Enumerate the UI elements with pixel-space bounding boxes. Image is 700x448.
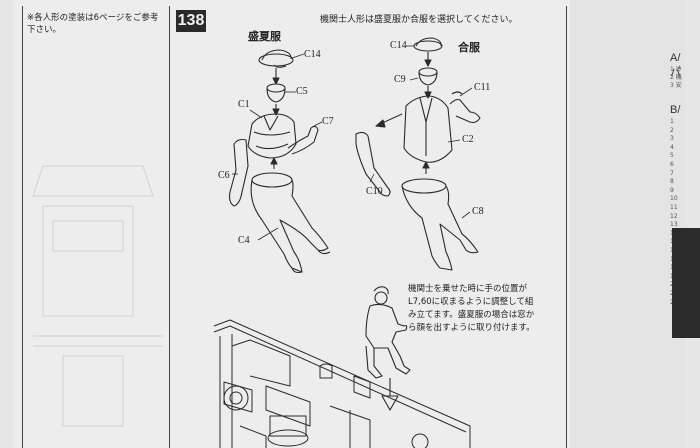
section-b-number: 12 [670,212,678,220]
part-label-c11: C11 [474,82,491,93]
section-a-line: 1 冷 [670,66,682,73]
summer-right-arm-c7-drawing [287,125,319,155]
section-b-heading: B/ [670,104,681,116]
section-b-number: 9 [670,186,674,194]
note-line: 機関士を乗せた時に手の位置が [408,284,528,294]
section-a-line: 2 機 [670,74,682,81]
painting-reference-note: ※各人形の塗装は6ページをご参考下さい。 [27,13,159,35]
step-number-badge: 138 [176,10,206,32]
note-line: ら顔を出すように取り付けます。 [408,323,535,333]
midseason-left-arm-c10-drawing [355,131,391,197]
section-b-number: 6 [670,161,674,168]
section-b-number: 13 [670,221,678,229]
section-b-number: 10 [670,195,678,203]
midseason-uniform-title: 合服 [458,41,480,54]
faint-background-drawing [32,165,163,427]
part-label-c5: C5 [296,86,308,97]
midseason-head-c9-drawing [418,67,438,86]
summer-cap-c14-drawing [258,49,294,68]
instruction-sheet: ※各人形の塗装は6ページをご参考下さい。 138 機関士人形は盛夏服か合服を選択… [14,0,686,448]
step-instruction: 機関士人形は盛夏服か合服を選択してください。 [320,15,518,25]
section-b-number: 3 [670,135,674,143]
locomotive-cab-drawing [213,319,471,448]
part-label-c8: C8 [472,206,484,217]
section-b-number: 1 [670,118,674,125]
part-label-c1: C1 [238,99,250,110]
seated-engineer-drawing [365,286,411,379]
section-a-line: 3 安 [670,82,682,89]
midseason-cap-c14-drawing [413,37,443,52]
summer-legs-c4-drawing [250,172,331,274]
section-a-heading: A/バ [670,52,681,79]
section-b-number: 11 [670,204,678,211]
summer-left-arm-c6-drawing [228,138,249,207]
midseason-right-arm-c11-drawing [449,91,481,124]
step-138-panel: 138 機関士人形は盛夏服か合服を選択してください。 盛夏服 合服 [170,6,567,448]
summer-uniform-title: 盛夏服 [248,30,281,43]
part-label-c2: C2 [462,134,474,145]
midseason-torso-c2-drawing [403,95,453,163]
side-index-tab [672,228,700,338]
summer-head-c5-drawing [266,83,286,103]
part-label-c14-summer: C14 [304,49,321,60]
summer-torso-c1-drawing [247,113,297,159]
hand-position-note: 機関士を乗せた時に手の位置が L7,60に収まるように調整して組 み立てます。盛… [408,283,566,335]
part-label-c6: C6 [218,170,230,181]
part-label-c4: C4 [238,235,250,246]
part-label-c14-midseason: C14 [390,40,407,51]
section-b-number: 2 [670,126,674,134]
section-b-number: 8 [670,178,674,186]
section-b-number: 4 [670,143,674,151]
part-label-c7: C7 [322,116,334,127]
note-line: L7,60に収まるように調整して組 [408,297,534,307]
section-b-number: 7 [670,169,674,177]
figure-assembly-drawing [213,37,481,448]
part-label-c10: C10 [366,186,383,197]
note-line: み立てます。盛夏服の場合は窓か [408,310,535,320]
midseason-legs-c8-drawing [401,178,479,271]
right-column-next-page: A/バ 1 冷 2 機 3 安 B/ 123456789101112131415… [570,0,686,448]
part-label-c9: C9 [394,74,406,85]
section-b-number: 5 [670,152,674,160]
left-column: ※各人形の塗装は6ページをご参考下さい。 [22,6,170,448]
